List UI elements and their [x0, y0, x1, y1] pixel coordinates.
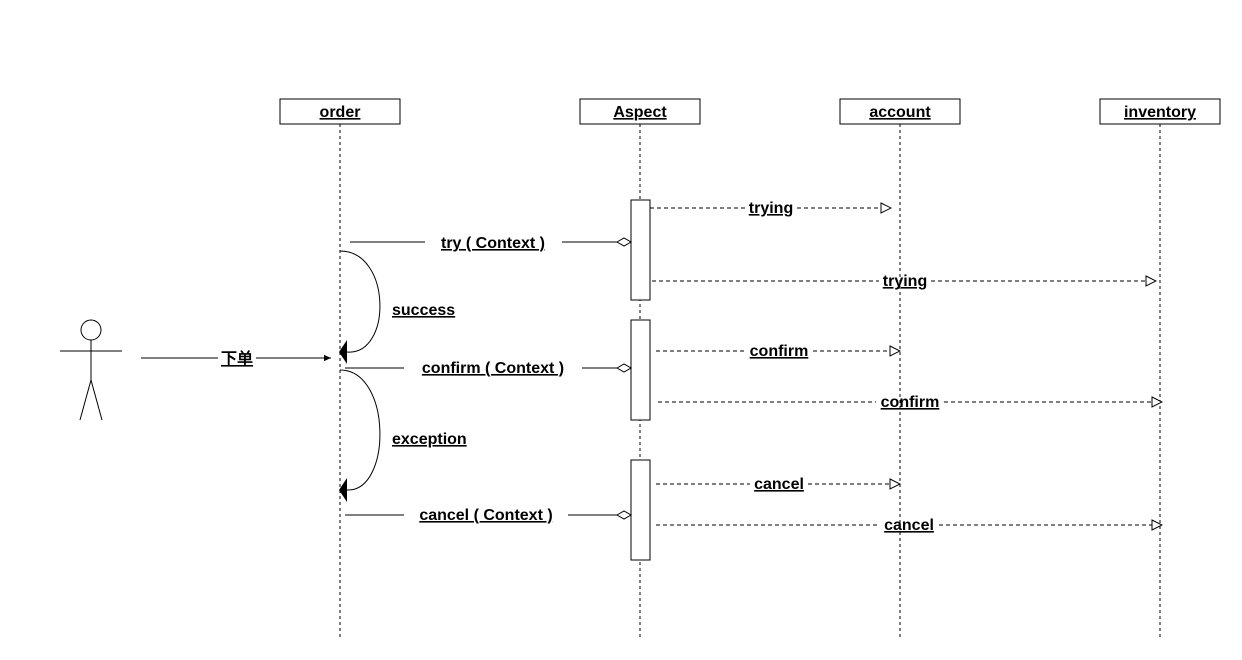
async-trying-account-label: trying	[749, 200, 793, 217]
participant-account: account	[839, 98, 961, 125]
participant-aspect-name: Aspect	[613, 104, 667, 121]
call-cancel-label: cancel ( Context )	[419, 507, 552, 524]
self-loop-exception: exception	[339, 369, 467, 502]
async-trying-inventory-label: trying	[883, 273, 927, 290]
self-loop-success-label: success	[392, 302, 455, 319]
async-cancel-account-label: cancel	[754, 476, 804, 493]
participant-aspect: Aspect	[579, 98, 701, 125]
async-confirm-account-label: confirm	[750, 343, 809, 360]
async-cancel-inventory-label: cancel	[884, 517, 934, 534]
participant-inventory: inventory	[1099, 98, 1221, 125]
call-confirm-label: confirm ( Context )	[422, 360, 564, 377]
async-trying-account: trying	[650, 200, 891, 217]
participant-account-name: account	[869, 104, 931, 121]
async-trying-inventory: trying	[652, 273, 1156, 290]
actor-message: 下单	[141, 349, 331, 368]
participant-order-name: order	[320, 104, 361, 121]
async-cancel-inventory: cancel	[656, 517, 1162, 534]
async-confirm-account: confirm	[656, 343, 900, 360]
self-loop-success: success	[339, 250, 455, 364]
call-cancel: cancel ( Context )	[345, 507, 633, 524]
call-try-label: try ( Context )	[441, 235, 545, 252]
actor-figure	[60, 319, 122, 421]
activation-box-try	[630, 199, 651, 301]
call-confirm: confirm ( Context )	[345, 360, 633, 377]
async-confirm-inventory-label: confirm	[881, 394, 940, 411]
async-confirm-inventory: confirm	[658, 394, 1162, 411]
call-try: try ( Context )	[350, 235, 633, 252]
participant-inventory-name: inventory	[1124, 104, 1196, 121]
activation-box-confirm	[630, 319, 651, 421]
actor-message-label: 下单	[221, 349, 253, 368]
self-loop-exception-label: exception	[392, 431, 467, 448]
async-cancel-account: cancel	[656, 476, 900, 493]
participant-order: order	[279, 98, 401, 125]
activation-box-cancel	[630, 459, 651, 561]
